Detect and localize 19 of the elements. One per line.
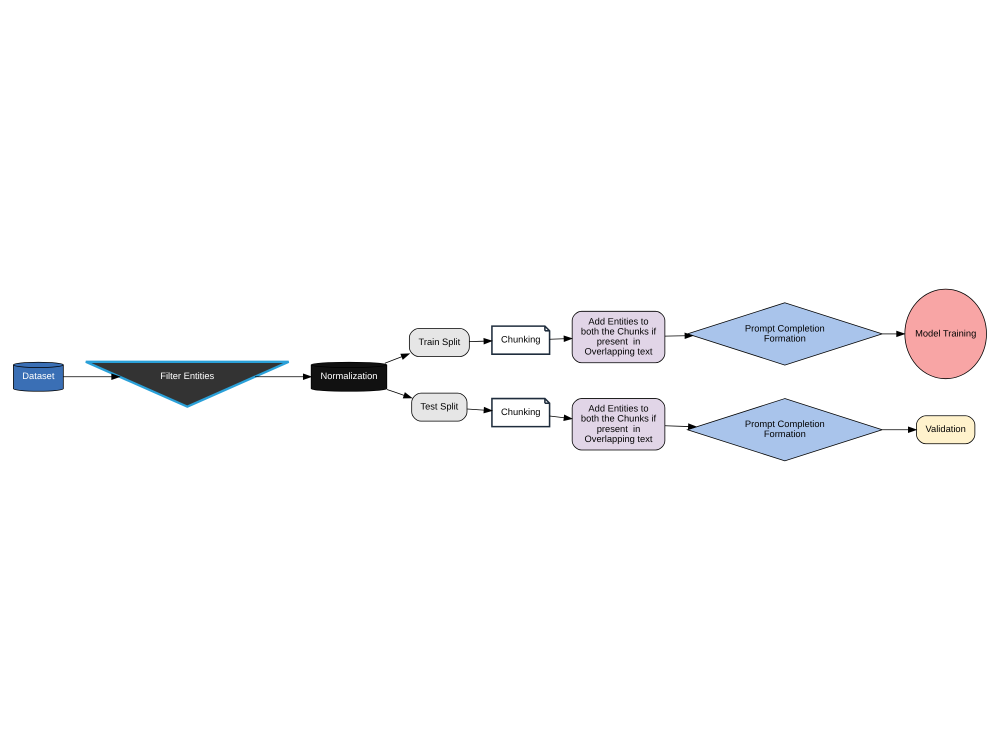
node-box: Add Entities to both the Chunks if present in Overlapping text — [572, 398, 666, 450]
arrow — [882, 330, 906, 338]
node-diamond: Prompt Completion Formation — [686, 302, 884, 366]
arrow — [384, 353, 410, 364]
node-box: Add Entities to both the Chunks if present in Overlapping text — [572, 310, 666, 364]
arrow — [882, 426, 918, 433]
arrow — [664, 332, 694, 340]
node-box: Train Split — [408, 328, 470, 357]
arrow — [469, 338, 493, 344]
arrow — [664, 423, 698, 430]
arrow — [549, 414, 574, 421]
arrow — [386, 389, 413, 398]
arrow — [549, 336, 574, 342]
arrow — [254, 373, 312, 380]
node-circle: Model Training — [904, 288, 987, 380]
arrow — [63, 373, 121, 380]
arrow — [466, 406, 494, 414]
node-box: Validation — [916, 415, 976, 444]
node-box: Test Split — [411, 392, 468, 422]
